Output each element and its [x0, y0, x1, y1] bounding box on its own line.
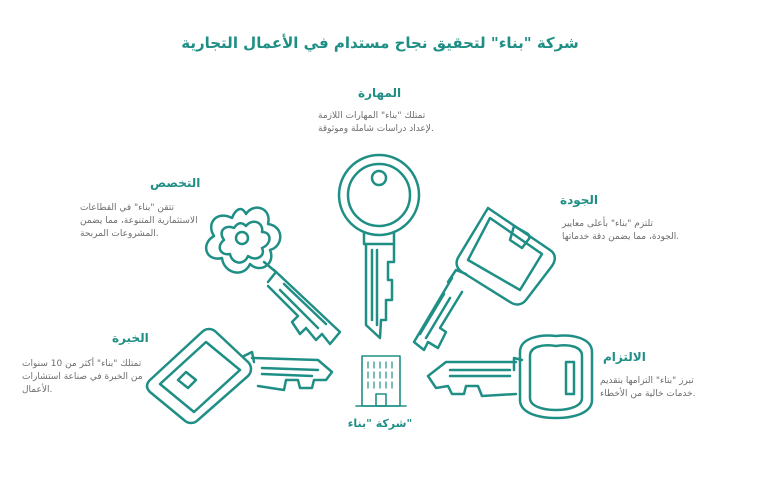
skill-description: تمتلك "بناء" المهارات اللازمة لإعداد درا…	[318, 110, 434, 136]
specialization-description-line: تتقن "بناء" في القطاعات	[80, 203, 174, 213]
experience-description-line: من الخبرة في صناعة استشارات	[22, 372, 143, 382]
specialization-heading: التخصص	[150, 176, 201, 190]
experience-description: تمتلك "بناء" أكثر من 10 سنوات من الخبرة …	[22, 358, 143, 397]
specialization-description: تتقن "بناء" في القطاعات الاستثمارية المت…	[80, 202, 198, 241]
experience-heading: الخبرة	[112, 331, 149, 345]
diamond-bow-key-icon	[145, 327, 334, 425]
quality-description: تلتزم "بناء" بأعلى معايير الجودة، مما يض…	[562, 218, 679, 244]
experience-description-line: تمتلك "بناء" أكثر من 10 سنوات	[22, 359, 142, 369]
shield-bow-key-icon	[426, 334, 594, 420]
specialization-description-line: الاستثمارية المتنوعة، مما يضمن	[80, 216, 198, 226]
quality-heading: الجودة	[560, 193, 599, 207]
commitment-description-line: تبرز "بناء" التزامها بتقديم	[600, 376, 694, 386]
commitment-description: تبرز "بناء" التزامها بتقديم خدمات خالية …	[600, 375, 696, 401]
quality-description-line: الجودة، مما يضمن دقة خدماتها.	[562, 232, 680, 242]
square-bow-key-icon	[412, 206, 556, 352]
skill-description-line: لإعداد دراسات شاملة وموثوقة.	[318, 124, 434, 134]
clover-bow-key-icon	[204, 206, 342, 346]
round-bow-key-icon	[337, 153, 421, 340]
experience-description-line: الأعمال.	[22, 385, 53, 395]
quality-description-line: تلتزم "بناء" بأعلى معايير	[562, 219, 653, 229]
commitment-description-line: خدمات خالية من الأخطاء.	[600, 389, 696, 399]
commitment-heading: الالتزام	[603, 350, 646, 364]
skill-heading: المهارة	[358, 86, 402, 100]
skill-description-line: تمتلك "بناء" المهارات اللازمة	[318, 111, 426, 121]
building-icon	[355, 355, 407, 407]
specialization-description-line: المشروعات المربحة.	[80, 229, 159, 239]
page-title: شركة "بناء" لتحقيق نجاح مستدام في الأعما…	[181, 34, 579, 52]
center-label: شركة "بناء"	[347, 417, 413, 430]
